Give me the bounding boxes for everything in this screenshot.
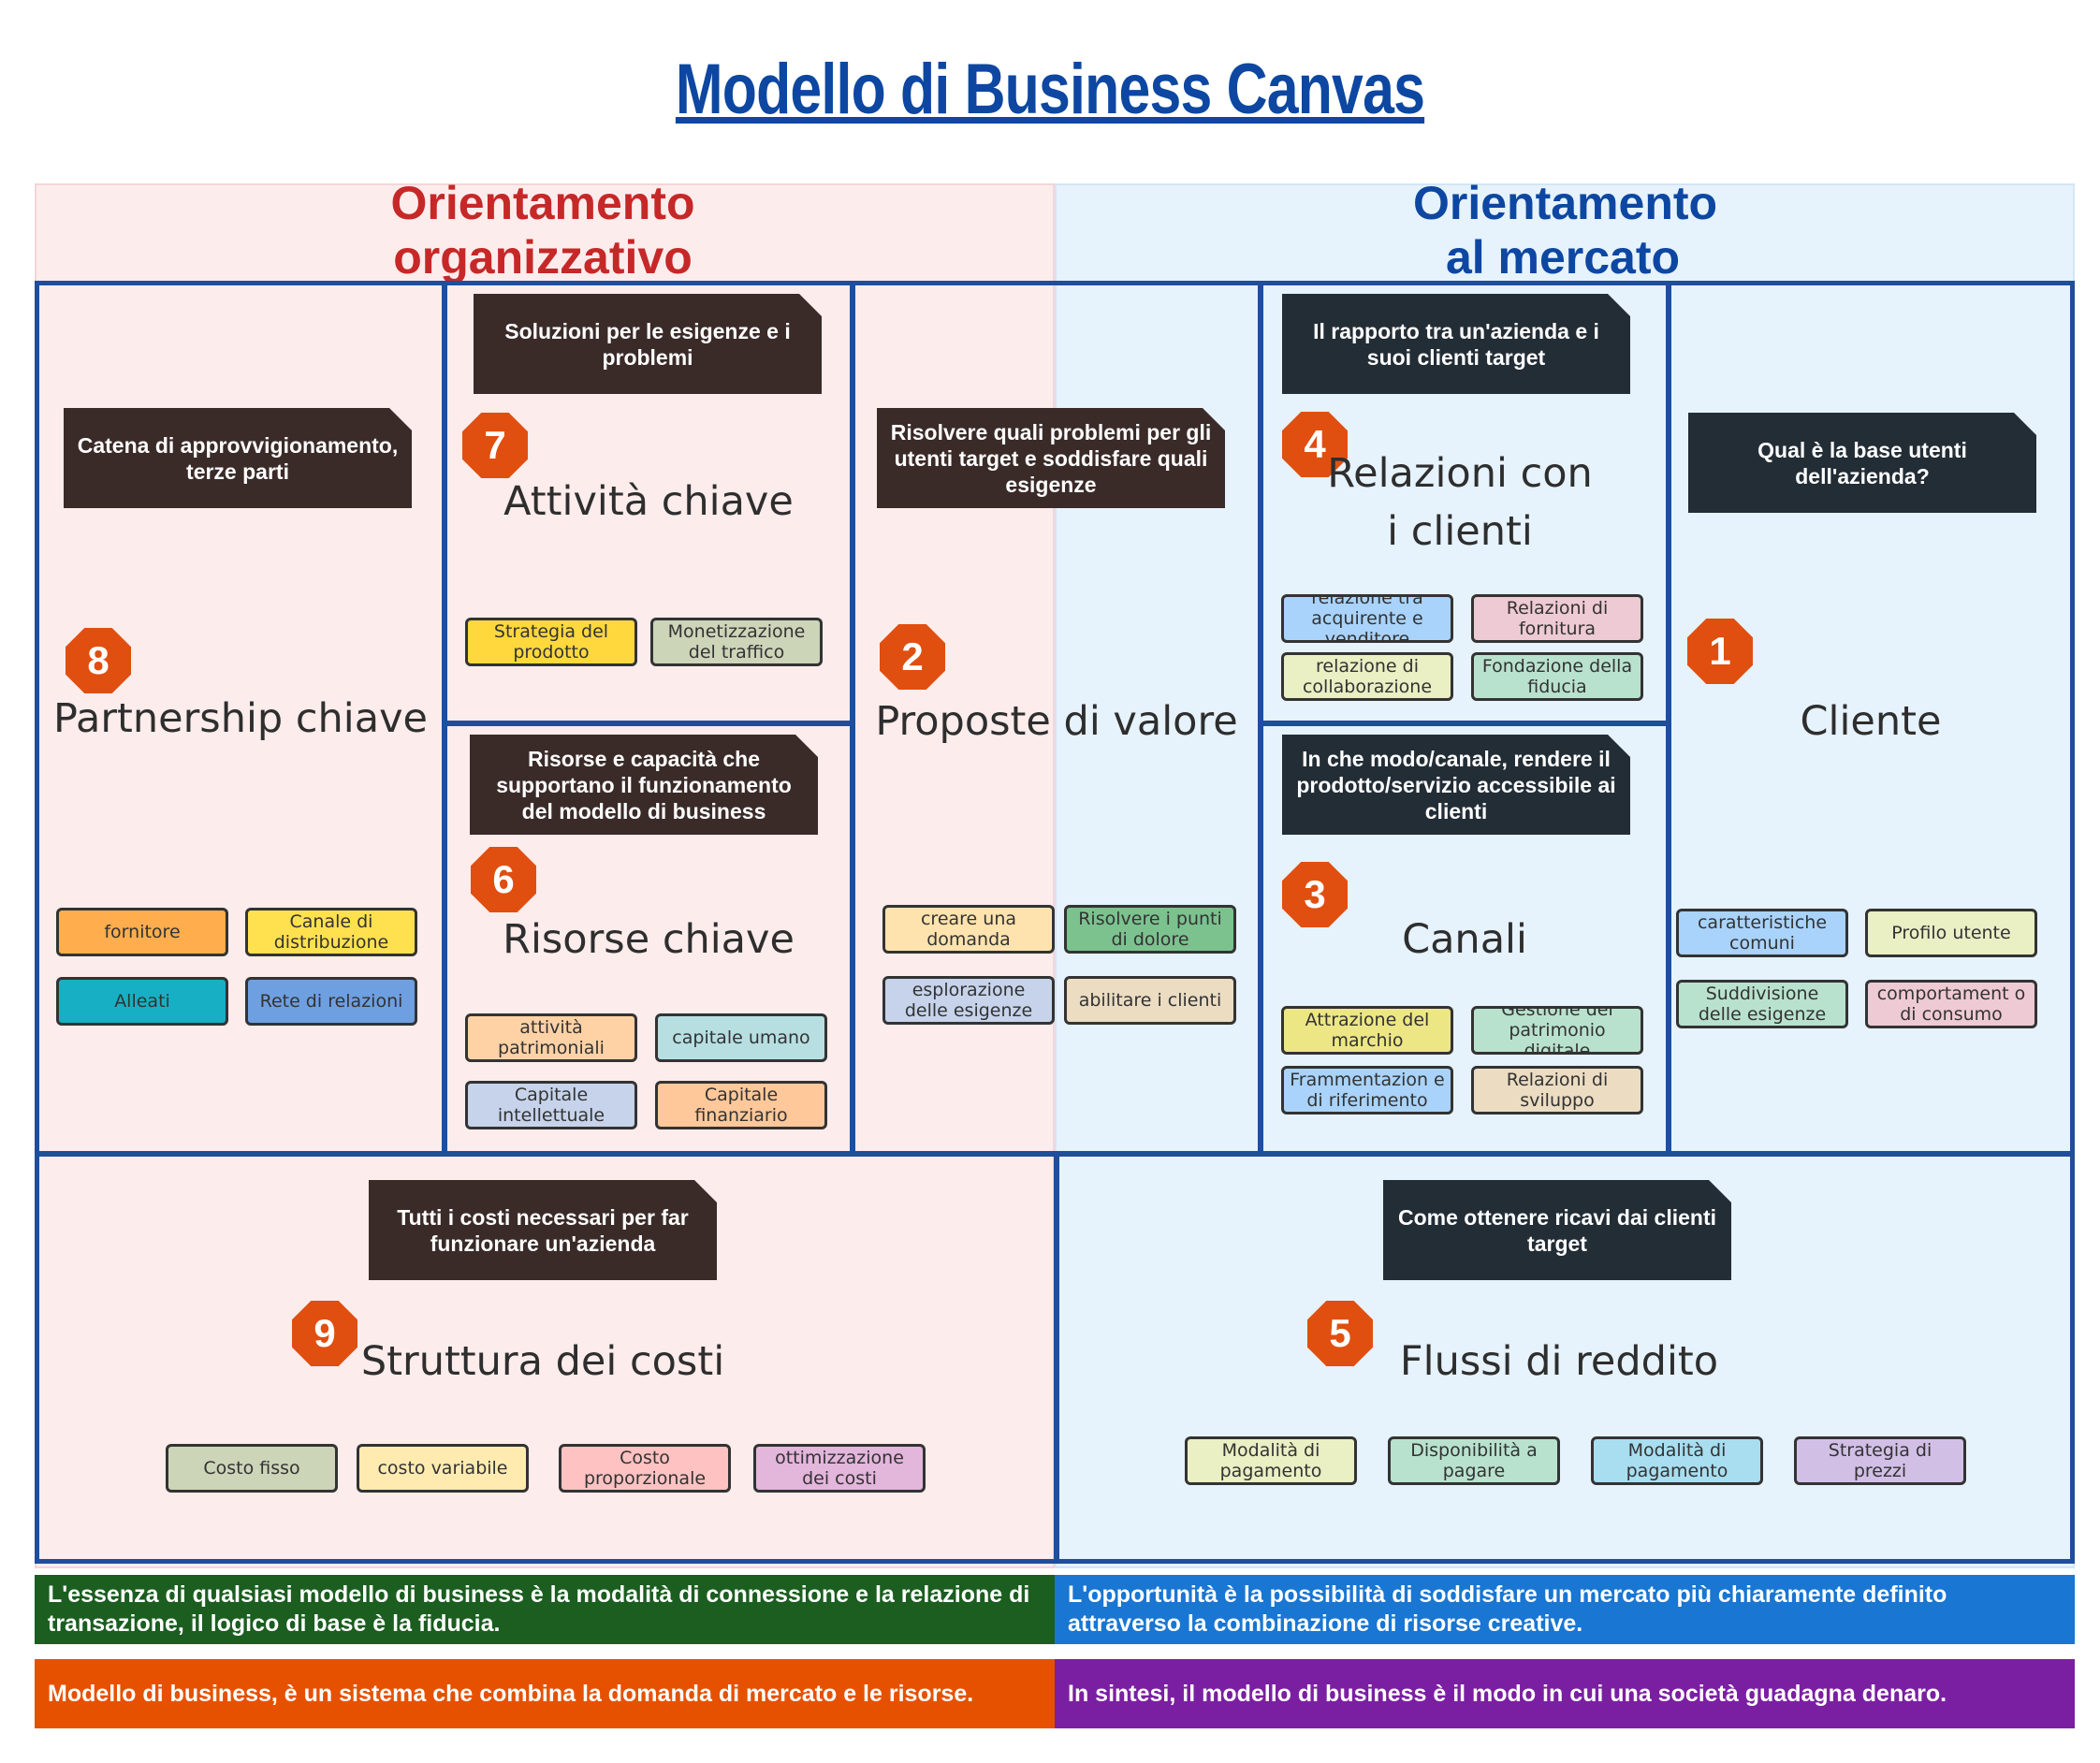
tag-costs-3: Costo proporzionale	[559, 1444, 731, 1493]
tag-resources-2: capitale umano	[655, 1013, 827, 1062]
value-note: Risolvere quali problemi per gli utenti …	[877, 408, 1225, 508]
revenue-heading: Flussi di reddito	[1399, 1338, 1719, 1385]
relations-heading: Relazioni con i clienti	[1327, 450, 1593, 555]
channels-note: In che modo/canale, rendere il prodotto/…	[1282, 735, 1630, 835]
tag-relations-3: relazione di collaborazione	[1281, 652, 1453, 701]
relations-note: Il rapporto tra un'azienda e i suoi clie…	[1282, 294, 1630, 394]
cell-revenue-streams	[1055, 1152, 2075, 1564]
banner-top-left: L'essenza di qualsiasi modello di busine…	[35, 1575, 1055, 1644]
tag-relations-1: relazione tra acquirente e venditore	[1281, 594, 1453, 643]
tag-customer-4: comportament o di consumo	[1865, 980, 2037, 1028]
tag-costs-2: costo variabile	[357, 1444, 529, 1493]
customer-number-badge: 1	[1687, 619, 1753, 684]
banner-bottom-left: Modello di business, è un sistema che co…	[35, 1659, 1055, 1728]
resources-heading: Risorse chiave	[503, 916, 795, 963]
value-number-badge: 2	[880, 624, 945, 690]
tag-costs-1: Costo fisso	[166, 1444, 338, 1493]
tag-customer-2: Profilo utente	[1865, 909, 2037, 957]
tag-revenue-4: Strategia di prezzi	[1794, 1436, 1966, 1485]
tag-value-4: abilitare i clienti	[1064, 976, 1236, 1025]
market-orientation-title: Orientamento al mercato	[1413, 177, 1718, 284]
tag-revenue-1: Modalità di pagamento	[1185, 1436, 1357, 1485]
relations-number-badge: 4	[1282, 412, 1348, 477]
activities-number-badge: 7	[462, 413, 528, 478]
tag-value-1: creare una domanda	[882, 905, 1055, 954]
costs-note: Tutti i costi necessari per far funziona…	[369, 1180, 717, 1280]
tag-revenue-2: Disponibilità a pagare	[1388, 1436, 1560, 1485]
tag-resources-1: attività patrimoniali	[465, 1013, 637, 1062]
page-title: Modello di Business Canvas	[675, 50, 1425, 129]
tag-partnership-4: Rete di relazioni	[245, 977, 417, 1026]
tag-channels-3: Frammentazion e di riferimento	[1281, 1066, 1453, 1115]
banner-top-right: L'opportunità è la possibilità di soddis…	[1055, 1575, 2075, 1644]
tag-resources-3: Capitale intellettuale	[465, 1081, 637, 1129]
resources-note: Risorse e capacità che supportano il fun…	[470, 735, 818, 835]
tag-partnership-3: Alleati	[56, 977, 228, 1026]
tag-relations-4: Fondazione della fiducia	[1471, 652, 1643, 701]
tag-activities-1: Strategia del prodotto	[465, 618, 637, 666]
activities-note: Soluzioni per le esigenze e i problemi	[474, 294, 822, 394]
tag-channels-1: Attrazione del marchio	[1281, 1006, 1453, 1055]
customer-note: Qual è la base utenti dell'azienda?	[1688, 413, 2036, 513]
tag-channels-2: Gestione del patrimonio digitale	[1471, 1006, 1643, 1055]
tag-customer-1: caratteristiche comuni	[1676, 909, 1848, 957]
costs-heading: Struttura dei costi	[360, 1338, 725, 1385]
customer-heading: Cliente	[1800, 698, 1942, 745]
organizational-orientation-title: Orientamento organizzativo	[390, 177, 695, 284]
tag-relations-2: Relazioni di fornitura	[1471, 594, 1643, 643]
partnership-note: Catena di approvvigionamento, terze part…	[64, 408, 412, 508]
tag-revenue-3: Modalità di pagamento	[1591, 1436, 1763, 1485]
banner-bottom-right: In sintesi, il modello di business è il …	[1055, 1659, 2075, 1728]
tag-partnership-2: Canale di distribuzione	[245, 908, 417, 956]
partnership-heading: Partnership chiave	[53, 695, 428, 742]
tag-activities-2: Monetizzazione del traffico	[650, 618, 823, 666]
activities-heading: Attività chiave	[503, 478, 794, 525]
tag-partnership-1: fornitore	[56, 908, 228, 956]
costs-number-badge: 9	[292, 1301, 357, 1366]
value-heading: Proposte di valore	[875, 698, 1238, 745]
revenue-note: Come ottenere ricavi dai clienti target	[1383, 1180, 1731, 1280]
partnership-number-badge: 8	[66, 628, 131, 693]
channels-number-badge: 3	[1282, 862, 1348, 927]
revenue-number-badge: 5	[1307, 1301, 1373, 1366]
tag-costs-4: ottimizzazione dei costi	[753, 1444, 926, 1493]
channels-heading: Canali	[1402, 916, 1527, 963]
tag-resources-4: Capitale finanziario	[655, 1081, 827, 1129]
resources-number-badge: 6	[471, 847, 536, 912]
tag-channels-4: Relazioni di sviluppo	[1471, 1066, 1643, 1115]
tag-customer-3: Suddivisione delle esigenze	[1676, 980, 1848, 1028]
tag-value-3: esplorazione delle esigenze	[882, 976, 1055, 1025]
tag-value-2: Risolvere i punti di dolore	[1064, 905, 1236, 954]
